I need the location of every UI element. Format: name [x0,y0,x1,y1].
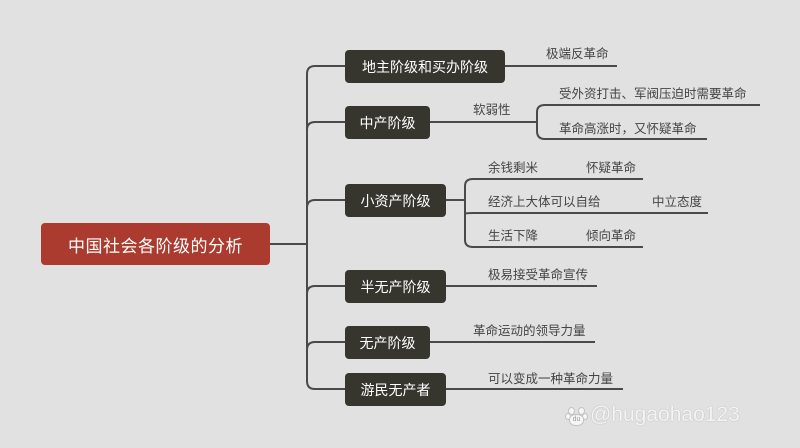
leaf-node[interactable]: 极端反革命 [546,46,609,61]
leaf-node[interactable]: 余钱剩米 [488,160,539,175]
leaf-result[interactable]: 倾向革命 [586,228,637,243]
leaf-result[interactable]: 中立态度 [652,194,703,209]
branch-node-landlord-comprador[interactable]: 地主阶级和买办阶级 [345,50,505,83]
leaf-node[interactable]: 极易接受革命宣传 [488,267,589,282]
leaf-node[interactable]: 受外资打击、军阀压迫时需要革命 [559,86,747,101]
root-node[interactable]: 中国社会各阶级的分析 [41,223,270,265]
branch-node-proletariat[interactable]: 无产阶级 [345,326,430,359]
leaf-node[interactable]: 革命高涨时，又怀疑革命 [559,121,697,136]
watermark: du @hugaohao123 [565,403,740,427]
leaf-node[interactable]: 可以变成一种革命力量 [488,371,614,386]
branch-node-petty-bourgeoisie[interactable]: 小资产阶级 [345,184,446,217]
baidu-paw-icon: du [565,405,588,426]
leaf-node[interactable]: 革命运动的领导力量 [473,323,586,338]
leaf-node[interactable]: 生活下降 [488,228,539,243]
watermark-text: @hugaohao123 [590,403,740,426]
branch-node-lumpenproletariat[interactable]: 游民无产者 [345,373,446,406]
attribute-label[interactable]: 软弱性 [473,102,511,117]
branch-node-middle-class[interactable]: 中产阶级 [345,106,430,139]
leaf-node[interactable]: 经济上大体可以自给 [488,194,601,209]
branch-node-semi-proletariat[interactable]: 半无产阶级 [345,270,446,303]
leaf-result[interactable]: 怀疑革命 [586,160,637,175]
